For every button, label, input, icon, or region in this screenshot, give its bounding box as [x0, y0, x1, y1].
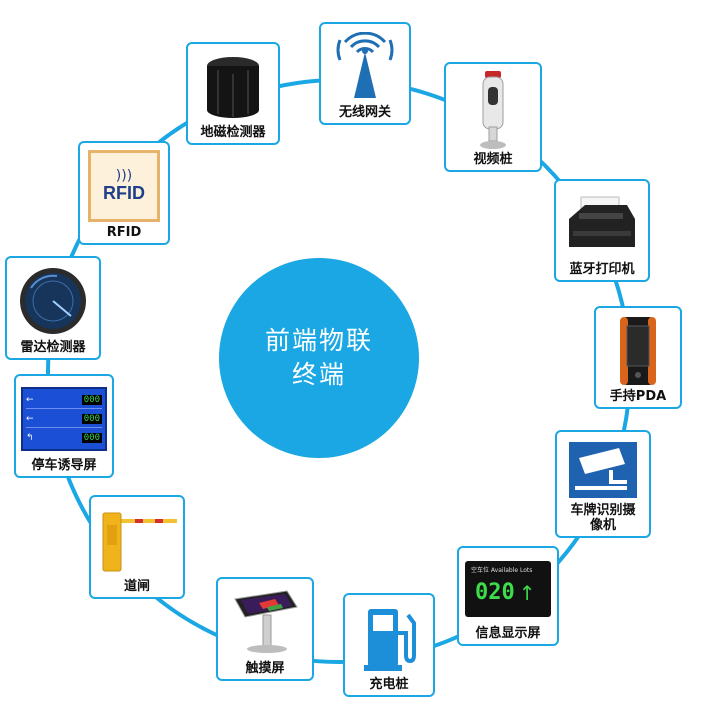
center-hub: 前端物联 终端 [219, 258, 419, 458]
rfid-tag-icon: ))) RFID [88, 150, 160, 222]
screen-title: 空车位 Available Lots [471, 567, 533, 574]
wifi-icon: ))) [115, 167, 133, 184]
node-geomagnetic-detector[interactable]: 地磁检测器 [186, 42, 280, 145]
center-title-line2: 终端 [291, 360, 346, 389]
guidance-count: 000 [81, 395, 102, 405]
wifi-antenna-icon [336, 31, 394, 98]
node-label: 信息显示屏 [475, 626, 541, 641]
arrow-up-icon: ↑ [518, 580, 536, 605]
node-label: 道闸 [123, 579, 150, 594]
node-label: 无线网关 [338, 105, 391, 120]
node-label: 车牌识别摄 像机 [570, 503, 636, 533]
node-charging-pile[interactable]: 充电桩 [343, 593, 435, 697]
guidance-count: 000 [81, 433, 102, 443]
node-label: RFID [106, 225, 142, 240]
node-wireless-gateway[interactable]: 无线网关 [319, 22, 411, 125]
cctv-camera-icon [569, 441, 637, 498]
node-label: 触摸屏 [245, 661, 285, 676]
screen-value: 020 [475, 580, 515, 605]
node-label: 视频桩 [473, 152, 513, 167]
node-handheld-pda[interactable]: 手持PDA [594, 306, 682, 409]
rfid-tag-text: RFID [103, 182, 145, 203]
node-touch-screen[interactable]: 触摸屏 [216, 577, 314, 681]
node-bluetooth-printer[interactable]: 蓝牙打印机 [554, 179, 650, 282]
center-title-line1: 前端物联 [264, 326, 373, 355]
node-label: 雷达检测器 [20, 340, 86, 355]
video-pole-icon [480, 71, 506, 149]
node-label: 蓝牙打印机 [569, 262, 635, 277]
node-radar-detector[interactable]: 雷达检测器 [5, 256, 101, 360]
printer-icon [569, 196, 635, 247]
touch-screen-kiosk-icon [234, 590, 298, 653]
node-rfid[interactable]: ))) RFID RFID [78, 141, 170, 245]
node-info-display[interactable]: 空车位 Available Lots 020 ↑ 信息显示屏 [457, 546, 559, 646]
node-video-pole[interactable]: 视频桩 [444, 62, 542, 172]
node-parking-guidance-screen[interactable]: ← 000 ← 000 ↰ 000 停车诱导屏 [14, 374, 114, 478]
node-plate-recognition-camera[interactable]: 车牌识别摄 像机 [555, 430, 651, 538]
node-label: 停车诱导屏 [31, 458, 97, 473]
guidance-count: 000 [81, 414, 102, 424]
node-barrier-gate[interactable]: 道闸 [89, 495, 185, 599]
charging-pile-icon [364, 609, 416, 671]
handheld-pda-icon [620, 316, 656, 385]
display-screen-icon: 空车位 Available Lots 020 ↑ [465, 561, 551, 617]
radar-detector-icon [20, 268, 86, 334]
guidance-screen-icon: ← 000 ← 000 ↰ 000 [21, 387, 107, 451]
node-label: 充电桩 [369, 677, 409, 692]
geomagnetic-sensor-icon [207, 56, 259, 118]
node-label: 地磁检测器 [200, 125, 266, 140]
barrier-gate-icon [102, 512, 177, 572]
node-label: 手持PDA [609, 389, 667, 404]
